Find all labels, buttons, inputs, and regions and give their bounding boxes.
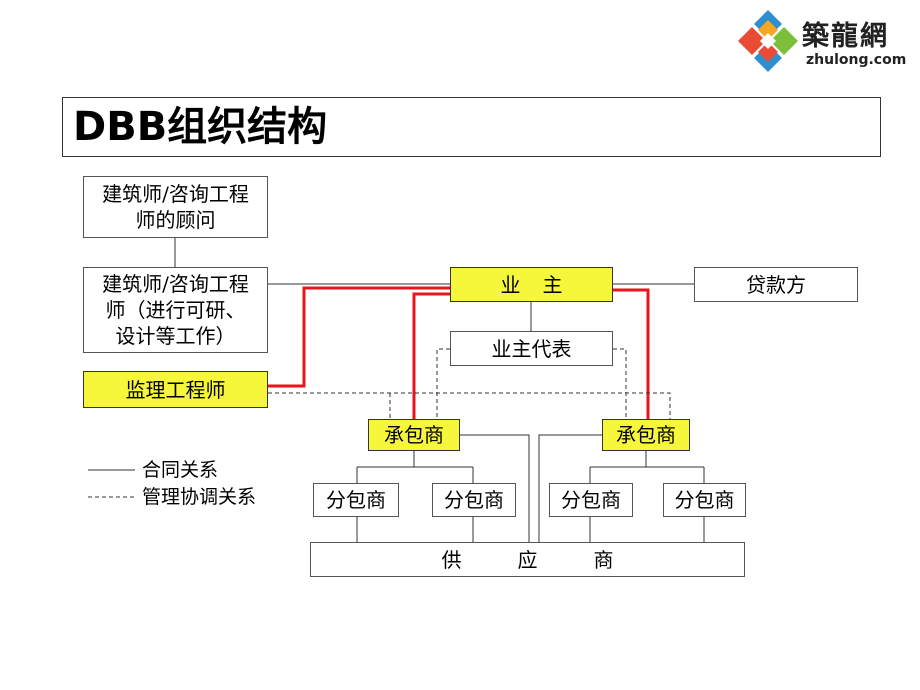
node-subcontractor-3: 分包商	[549, 483, 633, 517]
page-title: DBB组织结构	[73, 104, 328, 150]
contract-lines	[174, 238, 705, 542]
node-subcontractor-1: 分包商	[313, 483, 399, 517]
node-contractor-left: 承包商	[368, 419, 460, 451]
node-contractor-right: 承包商	[602, 419, 690, 451]
node-architect-consultant: 建筑师/咨询工程 师（进行可研、 设计等工作）	[83, 267, 268, 353]
legend-lines	[88, 469, 135, 498]
legend-coordination-label: 管理协调关系	[142, 486, 257, 508]
title-box: DBB组织结构	[62, 97, 881, 157]
node-subcontractor-4: 分包商	[663, 483, 746, 517]
zhulong-logo: 築龍網 zhulong.com	[736, 8, 912, 78]
legend-contract-label: 合同关系	[142, 459, 219, 481]
node-supervisor: 监理工程师	[83, 371, 268, 408]
node-architect-advisor: 建筑师/咨询工程 师的顾问	[83, 176, 268, 238]
line-lc-supplier	[460, 434, 530, 542]
node-lender: 贷款方	[694, 267, 858, 302]
highlighted-contract-lines	[268, 286, 650, 419]
dash-rep-rc	[613, 348, 627, 419]
line-owner-contractor-right	[613, 288, 650, 419]
dash-rep-lc	[436, 348, 450, 419]
node-subcontractor-2: 分包商	[432, 483, 516, 517]
line-rc-supplier	[538, 434, 602, 542]
dash-supervisor-contractors	[268, 392, 671, 419]
line-owner-contractor-left	[412, 292, 450, 419]
logo-chinese-text: 築龍網	[802, 21, 889, 52]
coordination-lines	[268, 348, 671, 419]
logo-mark-icon	[738, 10, 798, 72]
node-supplier: 供应商	[310, 542, 745, 577]
node-owner: 业主	[450, 267, 613, 302]
logo-english-text: zhulong.com	[806, 52, 907, 68]
node-owner-representative: 业主代表	[450, 331, 613, 366]
line-supervisor-owner	[268, 286, 450, 388]
